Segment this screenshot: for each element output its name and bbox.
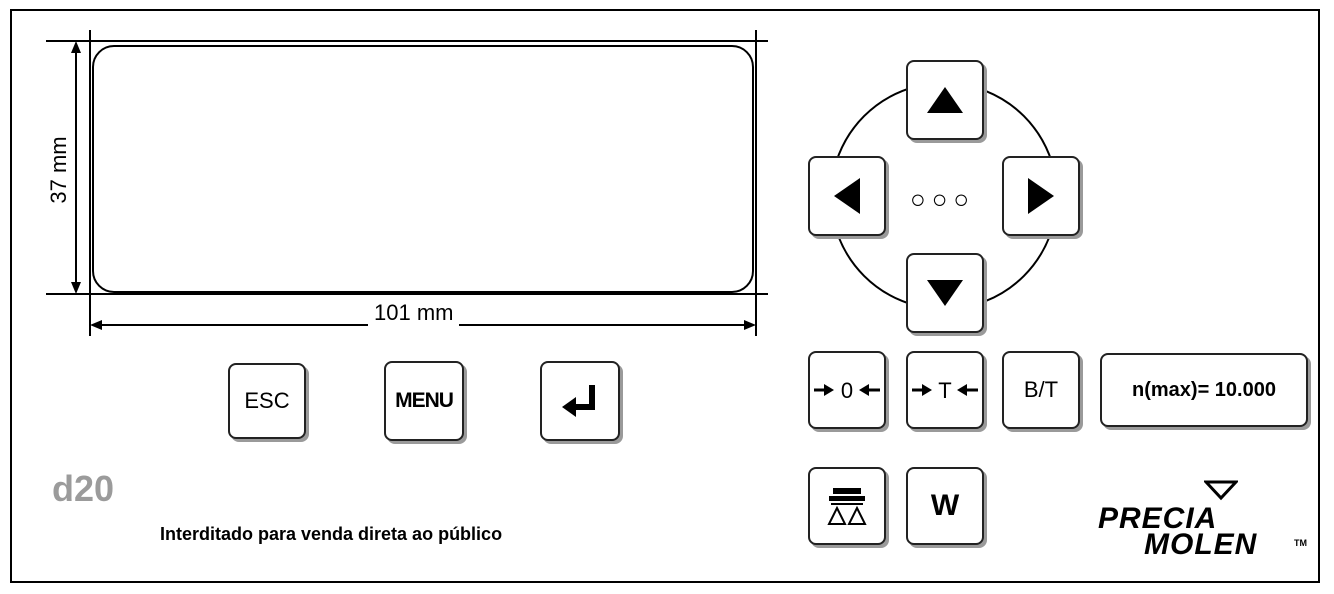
left-arrow-button[interactable] <box>808 156 886 236</box>
logo-line2: MOLEN <box>1144 528 1258 561</box>
tare-icon: T <box>912 378 978 403</box>
zero-button[interactable]: 0 <box>808 351 886 429</box>
panel-frame <box>10 9 1320 583</box>
logo-line1: PRECIA <box>1098 502 1218 535</box>
right-arrow-button[interactable] <box>1002 156 1080 236</box>
notice-text: Interditado para venda direta ao público <box>160 524 503 544</box>
esc-button-label: ESC <box>244 388 290 413</box>
tare-button-label: T <box>938 378 951 403</box>
brand-logo: PRECIA MOLEN TM <box>1086 476 1316 576</box>
logo-trademark: TM <box>1294 538 1307 548</box>
menu-button-label: MENU <box>395 389 454 412</box>
enter-icon <box>562 385 595 417</box>
model-label: d20 <box>52 468 115 509</box>
down-arrow-button[interactable] <box>906 253 984 333</box>
arrow-right-icon <box>1028 178 1054 214</box>
arrow-left-icon <box>834 178 860 214</box>
tare-button[interactable]: T <box>906 351 984 429</box>
menu-button[interactable]: MENU <box>384 361 464 441</box>
center-indicator: ○○○ <box>910 184 976 214</box>
esc-button[interactable]: ESC <box>228 363 306 439</box>
print-button[interactable] <box>808 467 886 545</box>
zero-icon: 0 <box>814 378 880 403</box>
zero-button-label: 0 <box>841 378 853 403</box>
capacity-label: n(max)= 10.000 <box>1100 353 1308 427</box>
w-button-label: W <box>930 489 960 522</box>
logo-triangle-icon <box>1204 480 1238 501</box>
print-ticket-icon <box>827 488 867 525</box>
height-dimension-label: 37 mm <box>46 130 72 210</box>
arrow-up-icon <box>927 87 963 113</box>
width-dimension-label: 101 mm <box>368 300 460 326</box>
enter-button[interactable] <box>540 361 620 441</box>
arrow-down-icon <box>927 280 963 306</box>
bt-button-label: B/T <box>1023 377 1059 402</box>
up-arrow-button[interactable] <box>906 60 984 140</box>
bt-button[interactable]: B/T <box>1002 351 1080 429</box>
w-button[interactable]: W <box>906 467 984 545</box>
lcd-display <box>92 45 754 293</box>
